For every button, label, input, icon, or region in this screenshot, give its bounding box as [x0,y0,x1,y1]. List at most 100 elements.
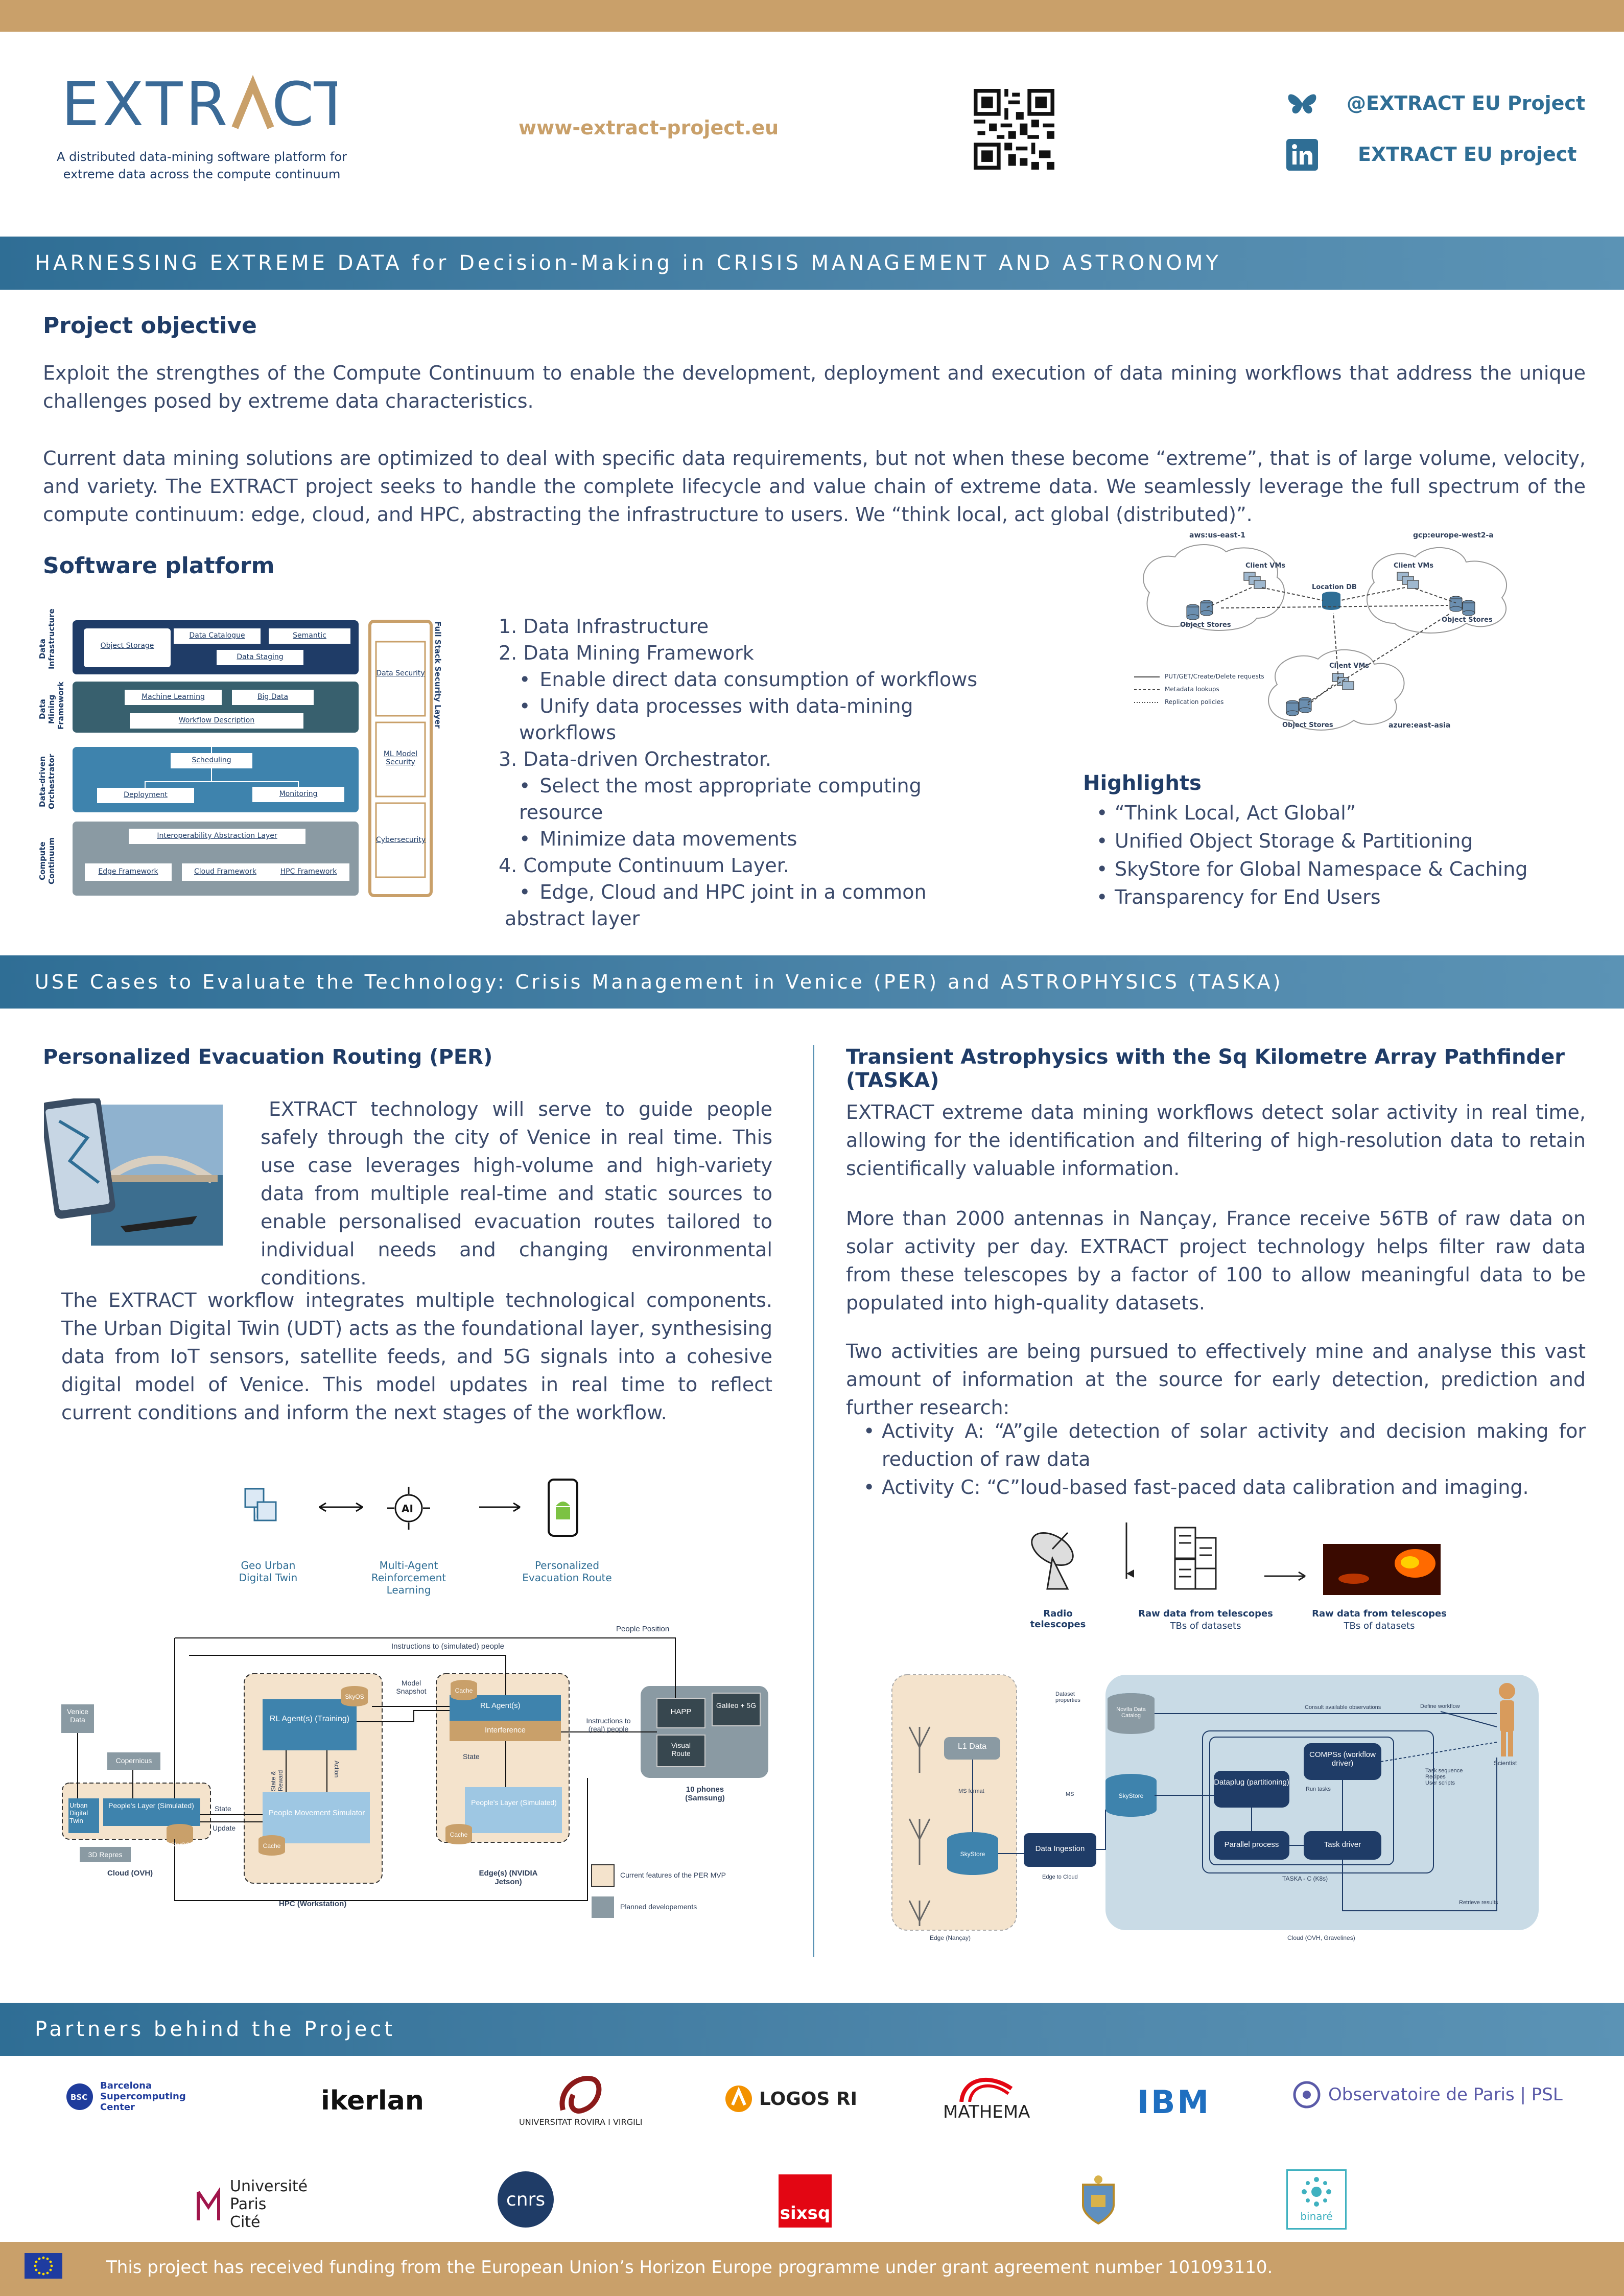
taska-flow [1022,1522,1451,1625]
arch-deployment: Deployment [124,791,168,799]
tagline-line-2: extreme data across the compute continuu… [63,167,341,181]
taska-ms: MS [1066,1791,1074,1797]
highlight-item: SkyStore for Global Namespace & Caching [1096,855,1597,883]
taska-novila: NovIla Data Catalog [1116,1706,1146,1719]
taska-dataplug: Dataplug (partitioning) [1214,1778,1289,1787]
skystore-client-vms-2: Client VMs [1394,562,1433,570]
per-label-pm-sim: People Movement Simulator [268,1809,365,1817]
platform-subitem: Unify data processes with data-mining wo… [499,693,1009,746]
taska-radio-label: Radio telescopes [1030,1608,1086,1630]
platform-list: 1. Data Infrastructure 2. Data Mining Fr… [499,613,1009,932]
partner-municipality[interactable] [1078,2174,1119,2225]
taska-data-ingestion: Data Ingestion [1035,1844,1085,1853]
linkedin-handle[interactable]: EXTRACT EU project [1358,143,1577,166]
extract-logo-mark: EXTR CT [61,69,351,139]
funding-statement: This project has received funding from t… [106,2257,1273,2278]
per-flow-step-2: Multi-Agent Reinforcement Learning [371,1559,446,1596]
observatoire-label: Observatoire de Paris | PSL [1328,2084,1563,2105]
per-label-state-edge: State [463,1752,480,1761]
arch-edge-fw: Edge Framework [98,868,158,876]
svg-text:CT: CT [272,74,337,135]
qr-code[interactable] [974,89,1054,170]
butterfly-icon [1288,94,1316,114]
partner-ikerlan[interactable]: ikerlan [321,2086,424,2116]
svg-text:AI: AI [402,1503,413,1515]
bsc-label: Barcelona Supercomputing Center [100,2080,186,2113]
linkedin-icon[interactable] [1286,139,1318,171]
partner-upc[interactable]: Université Paris Cité [193,2177,308,2231]
per-label-state-reward: State & Reward [270,1770,284,1791]
per-label-urban-dt: Urban Digital Twin [69,1801,88,1824]
skystore-svg [1134,544,1507,731]
upc-logo-icon [197,2186,220,2220]
arch-workflow-description: Workflow Description [178,716,255,724]
platform-subitem: Enable direct data consumption of workfl… [499,666,1009,693]
partner-bsc[interactable]: BSC Barcelona Supercomputing Center [65,2080,202,2113]
taska-skystore-edge: SkyStore [960,1850,985,1858]
per-label-hpc: HPC (Workstation) [279,1900,347,1908]
platform-subitem: Minimize data movements [499,826,1009,852]
per-label-happ: HAPP [670,1707,692,1716]
highlight-item: Unified Object Storage & Partitioning [1096,827,1597,855]
per-label-instructions-real: Instructions to (real) people [586,1717,631,1733]
section-band-use-cases: USE Cases to Evaluate the Technology: Cr… [0,955,1624,1009]
partner-urv[interactable]: UNIVERSITAT ROVIRA I VIRGILI [519,2074,642,2127]
bluesky-icon[interactable] [1286,91,1318,119]
taska-task-list: Task sequence Recipes User scripts [1425,1768,1463,1786]
objective-paragraph-1: Exploit the strengthes of the Compute Co… [43,362,1586,412]
per-label-visual-route: Visual Route [671,1741,691,1758]
qr-code-image [974,89,1054,170]
top-bar [0,0,1624,32]
taska-title: Transient Astrophysics with the Sq Kilom… [846,1045,1565,1092]
column-divider [813,1045,814,1957]
urv-logo-icon [559,2076,601,2114]
skystore-object-stores-2: Object Stores [1442,616,1493,624]
taska-parallel: Parallel process [1224,1840,1279,1849]
venice-illustration [40,1095,223,1246]
partner-sixsq[interactable]: sixsq [779,2174,832,2228]
taska-task-driver: Task driver [1324,1840,1361,1849]
platform-item: 1. Data Infrastructure [499,615,709,638]
skystore-legend-3: Replication policies [1165,698,1224,706]
venice-image [40,1095,224,1252]
platform-item: 3. Data-driven Orchestrator. [499,748,772,770]
extract-logo: EXTR CT [61,69,351,139]
architecture-diagram: Data Infrastructure Data Mining Framewor… [38,608,442,902]
linkedin-glyph [1292,144,1312,165]
objective-paragraph-2: Current data mining solutions are optimi… [43,447,1586,526]
per-legend-current: Current features of the PER MVP [620,1871,726,1879]
per-label-people-position: People Position [616,1625,670,1633]
partner-mathema[interactable]: MATHEMA [943,2073,1030,2122]
partner-cnrs[interactable]: cnrs [498,2171,554,2228]
per-label-phones: 10 phones (Samsung) [685,1785,725,1802]
partner-ibm[interactable]: IBM [1137,2083,1211,2121]
partner-binare[interactable]: binaré [1286,2169,1347,2230]
partner-observatoire[interactable]: Observatoire de Paris | PSL [1291,2079,1563,2110]
website-link[interactable]: www-extract-project.eu [519,116,779,139]
upc-label: Université Paris Cité [230,2177,308,2231]
taska-cloud: Cloud (OVH, Gravelines) [1287,1934,1355,1941]
taska-skystore-cloud: SkyStore [1118,1792,1144,1799]
taska-architecture-svg [891,1674,1539,1931]
taska-architecture-diagram: L1 Data MS format SkyStore Edge (Nançay)… [889,1671,1543,1947]
bsc-logo-icon: BSC [66,2083,93,2110]
cnrs-label: cnrs [498,2171,554,2228]
bluesky-handle[interactable]: @EXTRACT EU Project [1347,92,1586,114]
logos-logo-icon [725,2086,752,2112]
per-architecture-svg [61,1637,768,1918]
arch-data-catalogue: Data Catalogue [189,631,245,640]
per-label-rl-agent: RL Agent(s) [480,1701,521,1710]
per-label-3d-repres: 3D Repres [88,1850,123,1859]
per-paragraph-1: EXTRACT technology will serve to guide p… [261,1098,772,1289]
per-label-interference: Interference [484,1726,526,1735]
highlights-list: “Think Local, Act Global” Unified Object… [1096,799,1597,911]
logos-label: LOGOS RI [759,2088,857,2110]
observatoire-logo-icon [1293,2081,1321,2108]
tagline: A distributed data-mining software platf… [51,148,352,183]
taska-k8s: TASKA - C (K8s) [1282,1875,1328,1882]
svg-text:BSC: BSC [70,2093,87,2102]
taska-activity: Activity C: “C”loud-based fast-paced dat… [863,1473,1586,1502]
taska-paragraph-2: More than 2000 antennas in Nançay, Franc… [846,1207,1586,1314]
arch-ml-security: ML Model Security [383,750,418,766]
partner-logos[interactable]: LOGOS RI [724,2084,857,2113]
